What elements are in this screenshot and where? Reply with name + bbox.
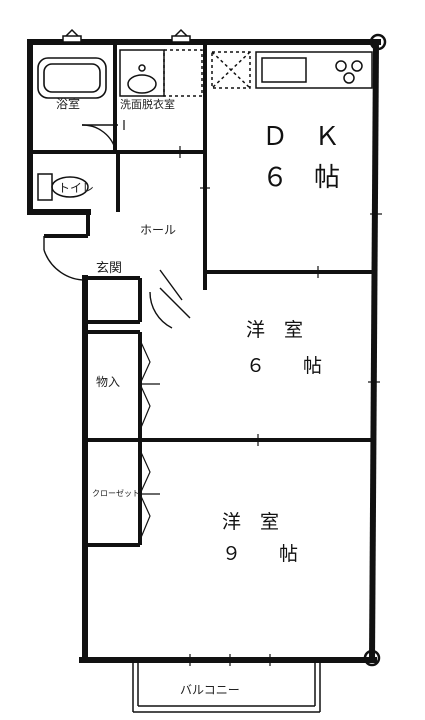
corner-marker	[369, 33, 387, 51]
corner-marker	[363, 649, 381, 667]
doors	[43, 124, 191, 329]
dk-room-name: Ｄ Ｋ	[262, 122, 340, 152]
washroom-label: 洗面脱衣室	[120, 97, 175, 111]
interior-walls	[30, 42, 376, 547]
bathroom-label: 浴室	[56, 96, 80, 111]
closet-label: クローゼット	[92, 488, 140, 498]
storage-label: 物入	[96, 375, 120, 389]
bathtub	[37, 57, 107, 99]
western-room-2-name: 洋 室	[222, 511, 279, 533]
closet-doors	[139, 339, 160, 541]
balcony-label: バルコニー	[180, 683, 240, 697]
hall-label: ホール	[140, 223, 176, 237]
top-vents	[62, 28, 191, 43]
sliding-door-marks	[123, 120, 382, 666]
toilet-label: トイレ	[58, 181, 94, 195]
balcony	[132, 660, 321, 713]
washbasin	[119, 49, 203, 97]
outer-walls	[27, 38, 381, 664]
toilet-fixture	[37, 173, 89, 201]
western-room-1-size: ６ 帖	[246, 355, 322, 377]
dk-room-size: ６ 帖	[262, 163, 340, 193]
entrance-label: 玄関	[96, 261, 122, 276]
kitchen-counter	[211, 51, 373, 89]
western-room-1-name: 洋 室	[246, 319, 303, 341]
western-room-2-size: ９ 帖	[222, 543, 298, 565]
